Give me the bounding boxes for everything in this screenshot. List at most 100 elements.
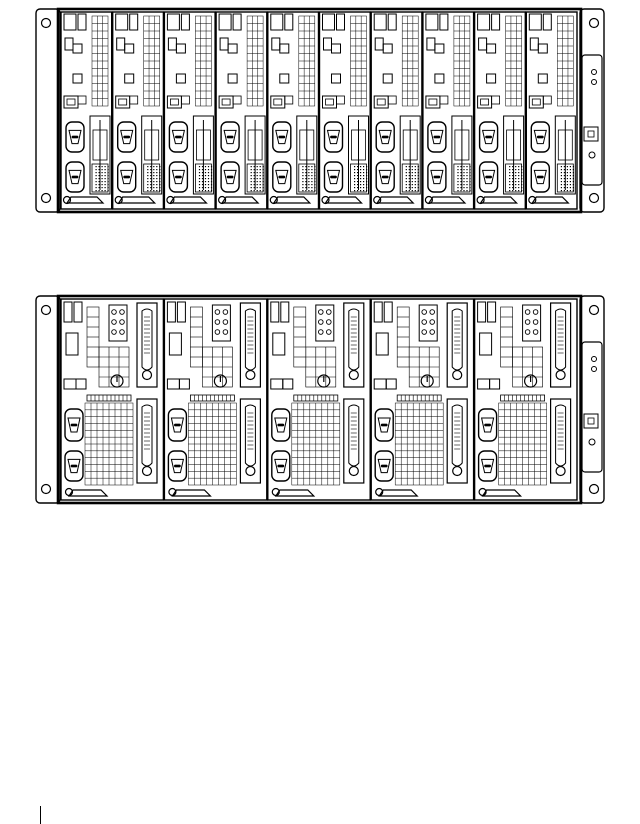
ear-screw-hole (590, 194, 599, 203)
pull-handle (67, 197, 103, 203)
network-port (529, 96, 543, 108)
vga-port (221, 162, 239, 192)
right-control-panel (582, 55, 602, 185)
led-cell (543, 96, 551, 104)
usb-port (64, 14, 76, 30)
usb-port (167, 14, 179, 30)
led-cell (337, 96, 345, 104)
network-port (374, 379, 386, 389)
usb-port (116, 14, 128, 30)
usb-port (74, 302, 82, 322)
vga-port (65, 451, 83, 481)
drive-bay (447, 303, 467, 387)
connector-strip (397, 395, 441, 401)
node-sled (164, 12, 215, 209)
sata-port (125, 44, 134, 53)
ear-screw-hole (590, 306, 599, 315)
vga-port (169, 162, 187, 192)
cell-grid (397, 307, 409, 367)
sata-port (73, 44, 82, 53)
cell-grid (87, 307, 99, 367)
usb-port (167, 302, 175, 322)
vga-port (118, 162, 136, 192)
usb-port (529, 14, 541, 30)
cell-grid (409, 347, 439, 387)
serial-port (168, 409, 186, 441)
sata-port (332, 74, 341, 83)
usb-port (323, 14, 335, 30)
vga-port (376, 162, 394, 192)
vent-grid (188, 403, 236, 485)
serial-port (66, 122, 84, 152)
node-sled (61, 299, 163, 500)
ejector-latch (375, 38, 383, 50)
drive-release-icon (143, 467, 152, 476)
usb-port (374, 14, 386, 30)
usb-port (281, 302, 289, 322)
ejector-latch (530, 38, 538, 50)
pull-handle (532, 197, 568, 203)
usb-port (440, 14, 448, 30)
node-sled (475, 12, 526, 209)
usb-port (78, 14, 86, 30)
network-port (386, 379, 396, 389)
node-sled (164, 299, 266, 500)
drive-release-icon (349, 467, 358, 476)
network-port (478, 96, 492, 108)
usb-port (478, 302, 486, 322)
led-cell (78, 96, 86, 104)
vga-port (66, 162, 84, 192)
usb-port (271, 14, 283, 30)
node-sled (268, 299, 370, 500)
serial-port (221, 122, 239, 152)
connector-strip (501, 395, 545, 401)
drive-handle (142, 309, 152, 370)
sata-port (228, 44, 237, 53)
drive-handle (556, 405, 566, 466)
status-led-icon (592, 357, 597, 362)
usb-port (426, 14, 438, 30)
ejector-latch (168, 38, 176, 50)
ear-screw-hole (42, 194, 51, 203)
ear-screw-hole (590, 19, 599, 28)
ear-screw-hole (42, 306, 51, 315)
power-led-icon (589, 152, 595, 158)
page-margin-rule (40, 806, 41, 824)
drive-handle (245, 405, 255, 466)
sata-port (280, 44, 289, 53)
status-led-icon (592, 70, 597, 75)
vent-grid (351, 16, 367, 106)
drive-bay (551, 303, 571, 387)
serial-port (376, 122, 394, 152)
cell-grid (99, 347, 129, 387)
node-sled (526, 12, 577, 209)
drive-release-icon (453, 467, 462, 476)
usb-port (219, 14, 231, 30)
vent-grid (557, 16, 573, 106)
usb-port (130, 14, 138, 30)
pull-handle (483, 490, 521, 496)
drive-bay (137, 303, 157, 387)
drive-handle (556, 309, 566, 370)
usb-port (271, 302, 279, 322)
led-panel (316, 305, 334, 341)
usb-port (543, 14, 551, 30)
network-port (64, 379, 76, 389)
network-port (478, 379, 490, 389)
network-port (219, 96, 233, 108)
sata-port (176, 44, 185, 53)
serial-port (169, 122, 187, 152)
rack-ear-left (36, 9, 60, 212)
enclosure-five-node (36, 296, 604, 503)
serial-port (325, 122, 343, 152)
sata-port (487, 74, 496, 83)
led-cell (440, 96, 448, 104)
led-cell (492, 96, 500, 104)
vent-grid (402, 16, 418, 106)
serial-port (531, 122, 549, 152)
usb-port (337, 14, 345, 30)
ejector-latch (65, 38, 73, 50)
vga-port (428, 162, 446, 192)
sata-port (487, 44, 496, 53)
